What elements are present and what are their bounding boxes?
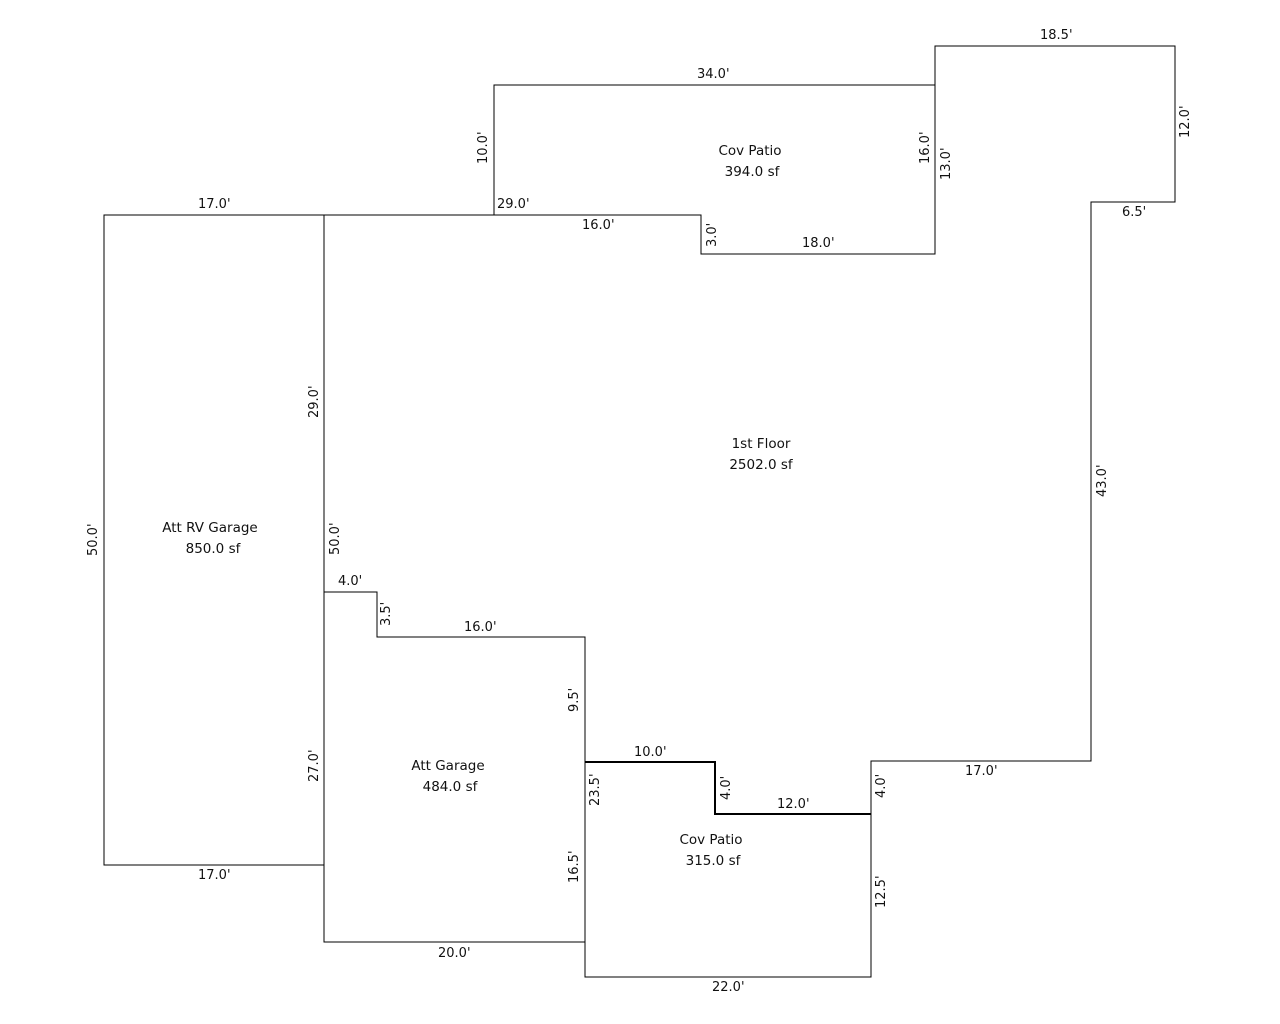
dimension-label: 17.0' <box>198 868 231 883</box>
dimension-label: 10.0' <box>476 131 491 164</box>
dimension-label: 13.0' <box>939 147 954 180</box>
dimension-label: 16.0' <box>464 620 497 635</box>
dimension-label: 16.0' <box>918 131 933 164</box>
dimension-label: 27.0' <box>307 749 322 782</box>
dimension-label: 43.0' <box>1095 464 1110 497</box>
walls <box>103 45 1176 978</box>
room-area: 315.0 sf <box>686 853 742 869</box>
dimension-labels-horizontal: 18.5' 34.0' 17.0' 29.0' 6.5' 16.0' 18.0'… <box>198 28 1146 995</box>
dimension-label: 3.0' <box>705 223 720 247</box>
cov-patio-top-outline <box>493 84 935 215</box>
room-labels: 1st Floor 2502.0 sf Att RV Garage 850.0 … <box>162 143 794 869</box>
dimension-label: 29.0' <box>497 197 530 212</box>
dimension-label: 10.0' <box>634 745 667 760</box>
dimension-label: 12.0' <box>1178 105 1193 138</box>
room-name: Cov Patio <box>679 832 742 848</box>
att-rv-garage-outline <box>103 214 325 866</box>
dimension-label: 16.5' <box>567 850 582 883</box>
dimension-label: 18.0' <box>802 236 835 251</box>
room-area: 394.0 sf <box>725 164 781 180</box>
dimension-label: 4.0' <box>719 776 734 800</box>
dimension-label: 18.5' <box>1040 28 1073 43</box>
dimension-label: 34.0' <box>697 67 730 82</box>
cov-patio-bottom-outline <box>584 762 872 978</box>
dimension-label: 9.5' <box>567 688 582 712</box>
room-name: Cov Patio <box>718 143 781 159</box>
dimension-label: 22.0' <box>712 980 745 995</box>
room-name: Att Garage <box>411 758 484 774</box>
dimension-label: 17.0' <box>965 764 998 779</box>
dimension-label: 50.0' <box>86 523 101 556</box>
dimension-label: 20.0' <box>438 946 471 961</box>
dimension-label: 50.0' <box>328 522 343 555</box>
dimension-label: 23.5' <box>588 773 603 806</box>
dimension-label: 12.5' <box>874 875 889 908</box>
room-area: 2502.0 sf <box>729 457 794 473</box>
room-area: 850.0 sf <box>186 541 242 557</box>
dimension-label: 4.0' <box>874 774 889 798</box>
dimension-label: 4.0' <box>338 574 362 589</box>
dimension-label: 16.0' <box>582 218 615 233</box>
dimension-label: 29.0' <box>307 385 322 418</box>
room-name: 1st Floor <box>732 436 791 452</box>
room-area: 484.0 sf <box>423 779 479 795</box>
room-name: Att RV Garage <box>162 520 257 536</box>
first-floor-outline <box>323 45 1176 815</box>
patio-shared-wall <box>585 760 871 816</box>
dimension-labels-vertical: 12.0' 10.0' 16.0' 13.0' 3.0' 29.0' 50.0'… <box>86 105 1193 908</box>
dimension-label: 12.0' <box>777 797 810 812</box>
dimension-label: 3.5' <box>379 602 394 626</box>
dimension-label: 17.0' <box>198 197 231 212</box>
dimension-label: 6.5' <box>1122 205 1146 220</box>
